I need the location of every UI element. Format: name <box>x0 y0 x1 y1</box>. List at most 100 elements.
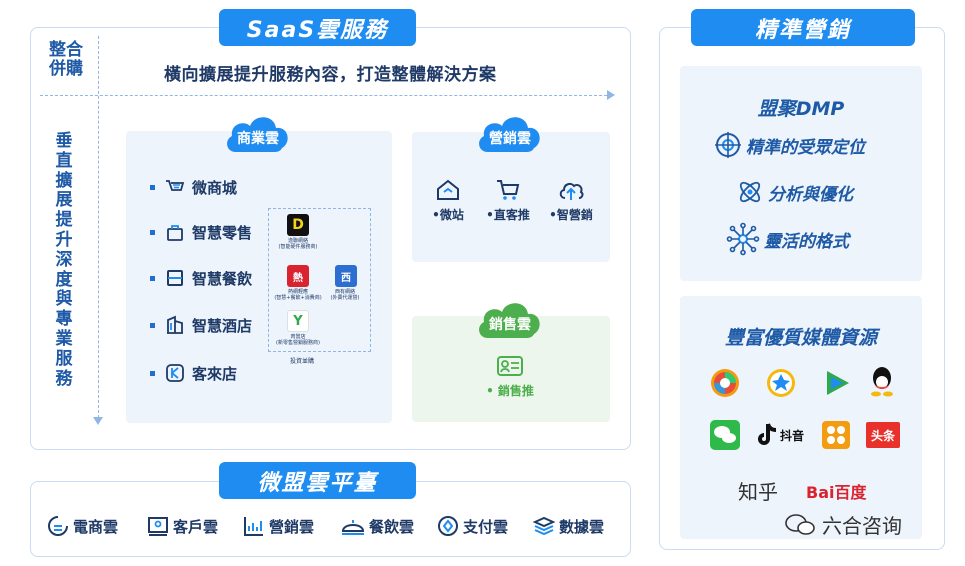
hotel-icon <box>164 314 186 336</box>
platform-item-marketing[interactable]: 營銷雲 <box>242 514 314 538</box>
cloud-icon <box>479 303 540 338</box>
media-resources-title: 豐富優質媒體資源 <box>724 327 877 349</box>
investment-box <box>268 208 371 352</box>
precision-marketing-title: 精準營銷 <box>691 9 915 46</box>
dmp-item-analysis[interactable]: 分析與優化 <box>736 178 853 206</box>
commerce-item-smart-dining[interactable]: 智慧餐飲 <box>150 267 252 289</box>
cloud-icon <box>479 117 540 152</box>
sales-cloud-badge: 銷售雲 <box>474 296 546 340</box>
investment-caption: 投資並購 <box>290 358 315 365</box>
commerce-item-smart-hotel[interactable]: 智慧酒店 <box>150 314 252 336</box>
marketing-item-smart-marketing[interactable]: •智營銷 <box>540 178 602 223</box>
food-icon <box>341 520 365 535</box>
commerce-item-label: 微商城 <box>192 178 238 197</box>
sales-item-label: • 銷售推 <box>486 384 534 398</box>
watermark-text: 六合咨询 <box>822 514 902 538</box>
marketing-item-microsite[interactable]: •微站 <box>420 178 476 223</box>
investment-logo: 西 <box>335 265 357 287</box>
platform-item-food[interactable]: 餐飲雲 <box>340 514 414 538</box>
horizontal-arrow-head <box>607 90 615 100</box>
cloud-icon <box>227 117 288 152</box>
zhihu-logo: 知乎 <box>738 480 778 504</box>
investment-logo: Y <box>287 310 309 332</box>
horizontal-expansion-text: 橫向擴展提升服務內容，打造整體解決方案 <box>164 65 497 85</box>
baidu-logo: Bai百度 <box>806 483 867 502</box>
vertical-expansion-label: 垂直擴展提升深度與專業服務 <box>55 131 73 389</box>
watermark: 六合咨询 <box>784 510 902 539</box>
data-icon <box>532 516 556 536</box>
platform-panel <box>30 481 631 557</box>
sales-item-sales-push[interactable]: • 銷售推 <box>474 354 546 399</box>
marketing-cloud-badge: 營銷雲 <box>474 110 546 154</box>
commerce-item-label: 智慧零售 <box>192 223 253 242</box>
marketing-item-label: •智營銷 <box>549 208 593 222</box>
media-resources-box <box>680 296 922 539</box>
qq-icon <box>866 365 898 397</box>
vertical-arrow-head <box>93 417 103 425</box>
chart-icon <box>244 517 263 536</box>
investment-logo-caption: 西有網絡(外賣代運營) <box>330 289 360 301</box>
platform-item-label: 客戶雲 <box>173 517 219 536</box>
marketing-item-label: •直客推 <box>486 208 530 222</box>
dining-icon <box>164 267 186 289</box>
dmp-box <box>680 66 922 281</box>
commerce-item-label: 智慧酒店 <box>192 316 253 335</box>
wechat-icon <box>709 419 741 451</box>
vertical-arrow <box>98 36 99 418</box>
sales-card-icon <box>497 356 523 376</box>
investment-logo: 熱 <box>287 265 309 287</box>
platform-item-label: 電商雲 <box>73 517 119 536</box>
customer-icon <box>148 517 168 536</box>
investment-logo: D <box>287 214 309 236</box>
commerce-item-label: 客來店 <box>192 364 238 383</box>
toutiao-text: 头条 <box>870 428 895 443</box>
sales-cloud-label: 銷售雲 <box>489 317 531 333</box>
commerce-item-smart-retail[interactable]: 智慧零售 <box>150 221 252 243</box>
bag-icon <box>164 221 186 243</box>
marketing-cloud-box <box>412 132 610 262</box>
marketing-cloud-label: 營銷雲 <box>489 131 531 147</box>
cloud-upload-icon <box>559 182 584 200</box>
platform-item-customer[interactable]: 客戶雲 <box>146 514 218 538</box>
cart-icon <box>497 180 520 200</box>
integration-label: 整合併購 <box>49 40 83 79</box>
payment-icon <box>438 516 458 536</box>
platform-item-label: 數據雲 <box>559 517 605 536</box>
ecommerce-icon <box>48 516 68 536</box>
camera-icon <box>709 367 741 399</box>
toutiao-icon: 头条 <box>866 422 900 448</box>
douyin-text: 抖音 <box>779 428 804 443</box>
tencent-video-icon <box>821 367 853 399</box>
commerce-cloud-badge: 商業雲 <box>222 110 294 154</box>
horizontal-arrow <box>40 95 612 96</box>
douyin-icon: 抖音 <box>751 419 809 451</box>
dmp-title: 盟聚DMP <box>757 98 845 120</box>
commerce-item-micro-mall[interactable]: 微商城 <box>150 176 237 198</box>
platform-item-label: 支付雲 <box>463 517 509 536</box>
target-icon <box>715 132 741 158</box>
dmp-item-label: 精準的受眾定位 <box>746 137 865 158</box>
atom-icon <box>739 181 761 203</box>
meituan-icon <box>820 419 852 451</box>
dmp-item-targeting[interactable]: 精準的受眾定位 <box>714 131 865 159</box>
platform-item-label: 營銷雲 <box>269 517 315 536</box>
platform-item-data[interactable]: 數據雲 <box>532 514 604 538</box>
commerce-item-klaidian[interactable]: 客來店 <box>150 362 237 384</box>
marketing-item-direct-push[interactable]: •直客推 <box>478 178 538 223</box>
dmp-item-label: 分析與優化 <box>768 184 853 205</box>
dmp-item-flexible-format[interactable]: 靈活的格式 <box>726 222 849 256</box>
commerce-cloud-label: 商業雲 <box>237 131 279 147</box>
home-icon <box>437 179 459 200</box>
platform-title: 微盟雲平臺 <box>219 462 416 499</box>
investment-logo-caption: 熱網輕應(智慧+餐飲+消費商) <box>274 289 322 301</box>
wechat-outline-icon <box>785 513 815 535</box>
k-icon <box>164 362 186 384</box>
platform-item-ecommerce[interactable]: 電商雲 <box>46 514 118 538</box>
platform-item-payment[interactable]: 支付雲 <box>436 514 508 538</box>
saas-title: SaaS雲服務 <box>219 9 416 46</box>
commerce-item-label: 智慧餐飲 <box>192 269 253 288</box>
network-icon <box>726 222 760 256</box>
investment-logo-caption: 肉當店(新零售營銷服務商) <box>276 334 320 346</box>
investment-logo-caption: 逸聯網絡(智能硬件服務商) <box>278 238 318 250</box>
cart-icon <box>164 176 186 198</box>
